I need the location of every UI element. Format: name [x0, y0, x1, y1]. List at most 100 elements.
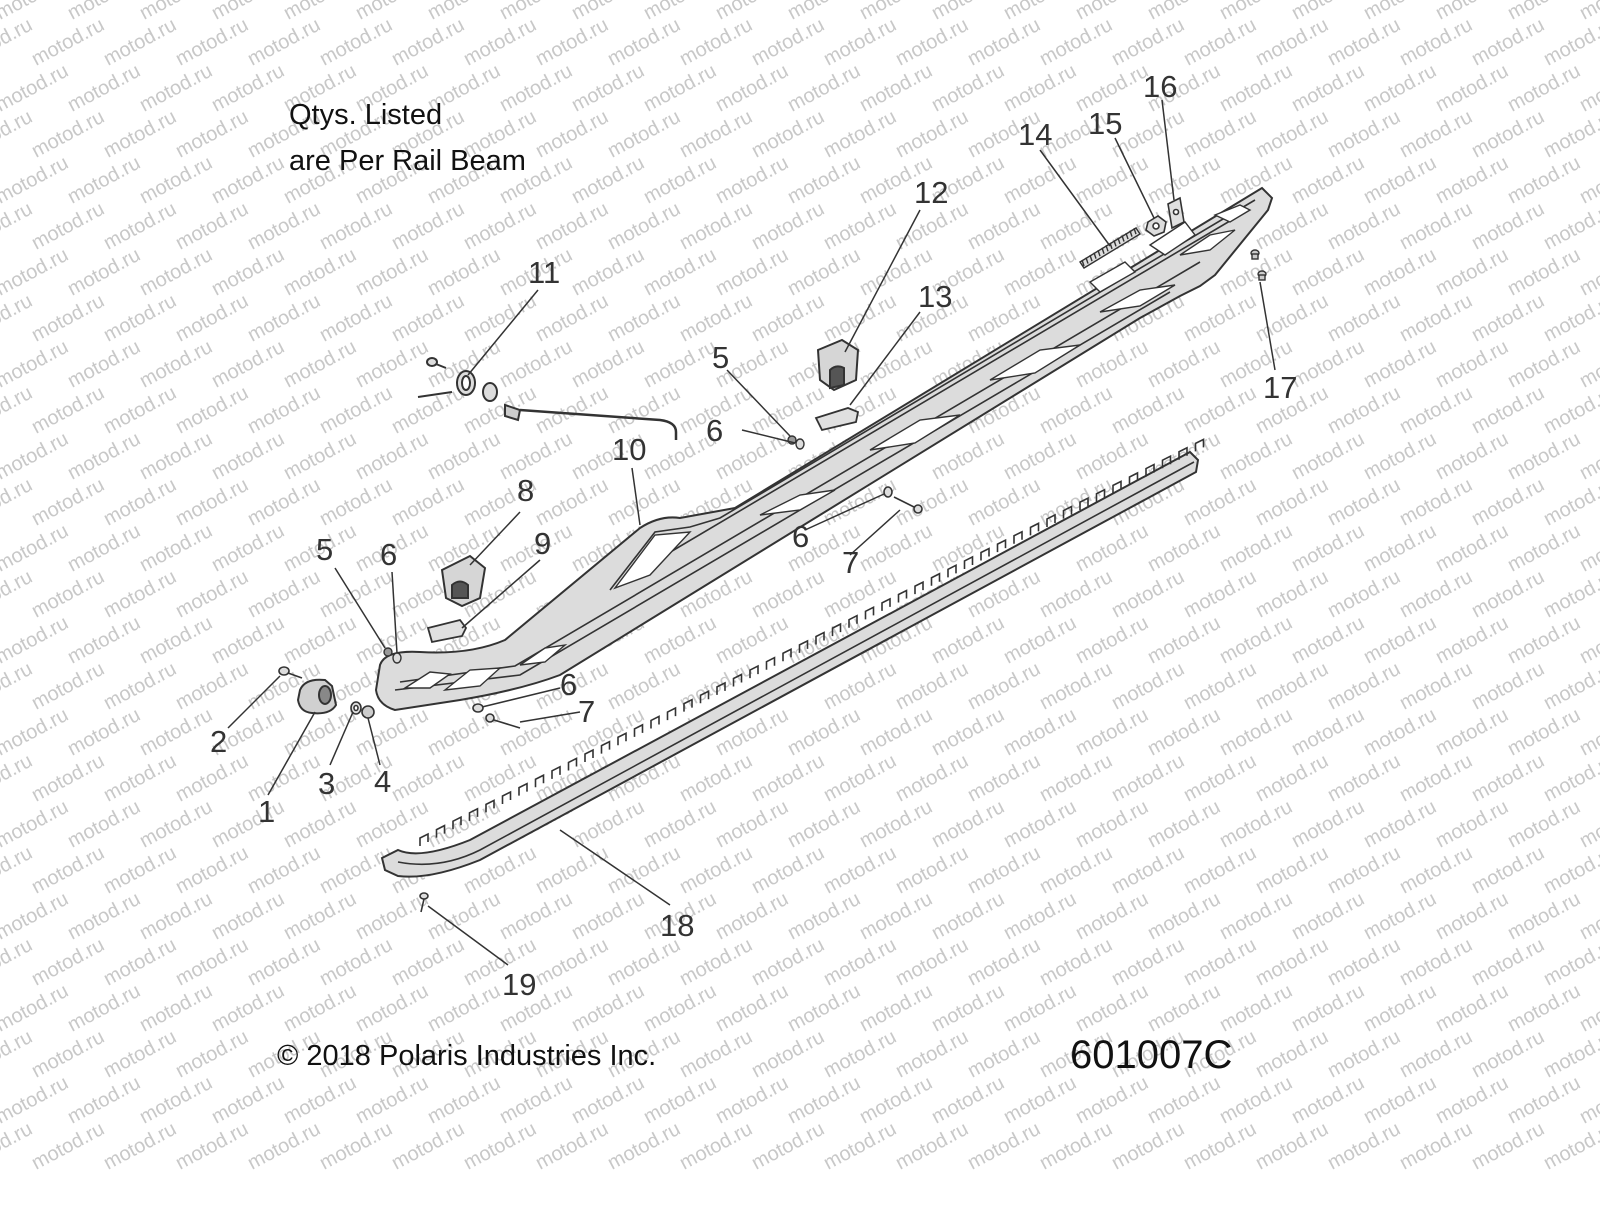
watermark-text: motod.ru	[892, 14, 972, 70]
watermark-text: motod.ru	[1468, 934, 1548, 990]
watermark-text: motod.ru	[1432, 1072, 1512, 1128]
watermark-text: motod.ru	[1036, 842, 1116, 898]
watermark-text: motod.ru	[1360, 704, 1440, 760]
watermark-text: motod.ru	[172, 382, 252, 438]
watermark-text: motod.ru	[856, 1072, 936, 1128]
watermark-text: motod.ru	[1468, 474, 1548, 530]
watermark-text: motod.ru	[892, 750, 972, 806]
watermark-text: motod.ru	[388, 382, 468, 438]
watermark-text: motod.ru	[748, 1026, 828, 1082]
watermark-text: motod.ru	[1432, 704, 1512, 760]
watermark-text: motod.ru	[1468, 658, 1548, 714]
watermark-text: motod.ru	[1036, 750, 1116, 806]
watermark-text: motod.ru	[172, 1026, 252, 1082]
watermark-text: motod.ru	[1288, 704, 1368, 760]
watermark-text: motod.ru	[316, 474, 396, 530]
watermark-text: motod.ru	[136, 1072, 216, 1128]
watermark-text: motod.ru	[1504, 980, 1584, 1036]
watermark-text: motod.ru	[748, 382, 828, 438]
watermark-text: motod.ru	[64, 336, 144, 392]
watermark-text: motod.ru	[1216, 704, 1296, 760]
watermark-text: motod.ru	[316, 290, 396, 346]
washer-6-upper	[796, 439, 804, 449]
watermark-text: motod.ru	[1504, 244, 1584, 300]
watermark-text: motod.ru	[496, 0, 576, 24]
watermark-text: motod.ru	[1216, 980, 1296, 1036]
watermark-text: motod.ru	[1288, 888, 1368, 944]
watermark-text: motod.ru	[1504, 60, 1584, 116]
watermark-text: motod.ru	[1288, 244, 1368, 300]
watermark-text: motod.ru	[964, 1118, 1044, 1174]
watermark-text: motod.ru	[1468, 382, 1548, 438]
watermark-text: motod.ru	[496, 704, 576, 760]
watermark-text: motod.ru	[1360, 520, 1440, 576]
watermark-text: motod.ru	[1360, 0, 1440, 24]
watermark-text: motod.ru	[388, 934, 468, 990]
watermark-text: motod.ru	[1072, 888, 1152, 944]
watermark-text: motod.ru	[172, 14, 252, 70]
watermark-text: motod.ru	[712, 1072, 792, 1128]
watermark-text: motod.ru	[1072, 796, 1152, 852]
watermark-text: motod.ru	[712, 0, 792, 24]
watermark-text: motod.ru	[244, 198, 324, 254]
watermark-text: motod.ru	[1324, 934, 1404, 990]
watermark-text: motod.ru	[172, 658, 252, 714]
watermark-text: motod.ru	[100, 198, 180, 254]
watermark-text: motod.ru	[1576, 888, 1600, 944]
watermark-text: motod.ru	[172, 566, 252, 622]
watermark-text: motod.ru	[676, 106, 756, 162]
watermark-text: motod.ru	[460, 1118, 540, 1174]
watermark-text: motod.ru	[1180, 106, 1260, 162]
watermark-text: motod.ru	[1000, 152, 1080, 208]
watermark-text: motod.ru	[208, 520, 288, 576]
watermark-text: motod.ru	[1468, 290, 1548, 346]
watermark-text: motod.ru	[1072, 980, 1152, 1036]
watermark-text: motod.ru	[64, 0, 144, 24]
watermark-text: motod.ru	[748, 1118, 828, 1174]
watermark-text: motod.ru	[640, 336, 720, 392]
watermark-text: motod.ru	[136, 888, 216, 944]
watermark-text: motod.ru	[1432, 428, 1512, 484]
watermark-text: motod.ru	[1468, 198, 1548, 254]
watermark-text: motod.ru	[1144, 612, 1224, 668]
watermark-text: motod.ru	[928, 980, 1008, 1036]
watermark-text: motod.ru	[64, 704, 144, 760]
callout-10: 10	[612, 432, 646, 467]
watermark-text: motod.ru	[64, 612, 144, 668]
watermark-text: motod.ru	[1180, 566, 1260, 622]
watermark-text: motod.ru	[352, 0, 432, 24]
watermark-text: motod.ru	[64, 520, 144, 576]
watermark-text: motod.ru	[136, 336, 216, 392]
watermark-text: motod.ru	[208, 60, 288, 116]
watermark-text: motod.ru	[1504, 888, 1584, 944]
watermark-text: motod.ru	[28, 934, 108, 990]
watermark-text: motod.ru	[1252, 14, 1332, 70]
watermark-text: motod.ru	[1432, 888, 1512, 944]
watermark-text: motod.ru	[964, 1026, 1044, 1082]
watermark-text: motod.ru	[244, 290, 324, 346]
watermark-text: motod.ru	[568, 244, 648, 300]
watermark-text: motod.ru	[28, 106, 108, 162]
watermark-text: motod.ru	[1288, 980, 1368, 1036]
watermark-text: motod.ru	[1000, 980, 1080, 1036]
callout-19: 19	[502, 967, 536, 1002]
watermark-text: motod.ru	[1396, 842, 1476, 898]
watermark-text: motod.ru	[28, 842, 108, 898]
watermark-text: motod.ru	[1072, 612, 1152, 668]
watermark-text: motod.ru	[496, 428, 576, 484]
watermark-text: motod.ru	[496, 888, 576, 944]
watermark-text: motod.ru	[1072, 152, 1152, 208]
watermark-text: motod.ru	[568, 1072, 648, 1128]
watermark-text: motod.ru	[748, 934, 828, 990]
watermark-text: motod.ru	[424, 888, 504, 944]
watermark-text: motod.ru	[0, 704, 72, 760]
watermark-text: motod.ru	[928, 60, 1008, 116]
watermark-text: motod.ru	[208, 0, 288, 24]
watermark-text: motod.ru	[820, 1026, 900, 1082]
watermark-text: motod.ru	[1216, 0, 1296, 24]
watermark-text: motod.ru	[64, 980, 144, 1036]
watermark-text: motod.ru	[352, 336, 432, 392]
callout-16: 16	[1143, 69, 1177, 104]
callout-1: 1	[258, 794, 275, 829]
